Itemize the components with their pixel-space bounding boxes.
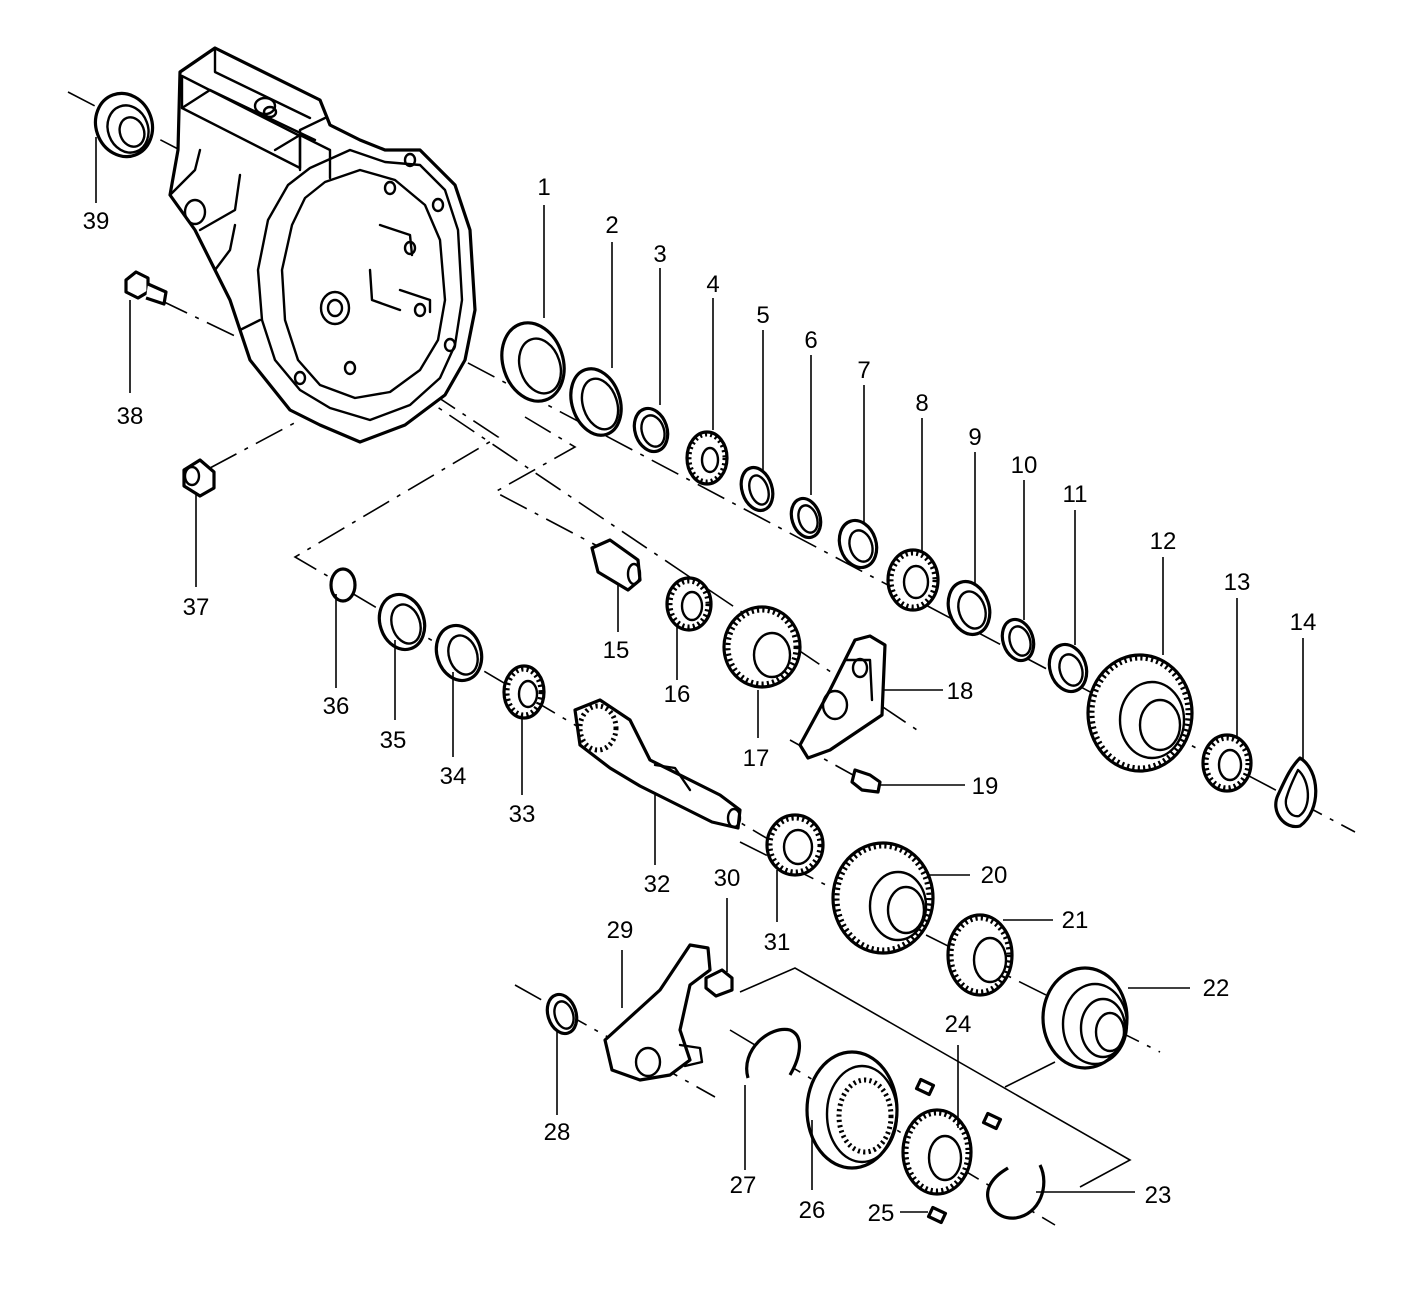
label-13: 13 [1224, 569, 1251, 596]
label-25: 25 [868, 1200, 895, 1227]
part-04-gear [685, 430, 729, 486]
label-37: 37 [183, 594, 210, 621]
label-33: 33 [509, 801, 536, 828]
label-38: 38 [117, 403, 144, 430]
part-15-pin [590, 538, 642, 592]
label-31: 31 [764, 929, 791, 956]
part-24-synchro-ring [901, 1108, 973, 1196]
part-23-spring [986, 1164, 1046, 1220]
part-12-gear [1086, 653, 1194, 773]
label-5: 5 [756, 302, 769, 329]
part-18-bracket [798, 634, 887, 760]
label-12: 12 [1150, 528, 1177, 555]
label-39: 39 [83, 208, 110, 235]
part-34-race [434, 623, 484, 683]
label-16: 16 [664, 681, 691, 708]
part-20-gear [831, 841, 935, 955]
part-25-keys [914, 1077, 1003, 1225]
part-28-snap-ring [545, 992, 579, 1036]
part-02-shim [569, 367, 623, 437]
part-39-oil-seal [93, 91, 155, 159]
label-18: 18 [947, 678, 974, 705]
label-7: 7 [857, 357, 870, 384]
transmission-housing [168, 46, 477, 444]
part-21-synchro-ring [946, 913, 1014, 997]
label-28: 28 [544, 1119, 571, 1146]
label-19: 19 [972, 773, 999, 800]
label-36: 36 [323, 693, 350, 720]
part-09-washer [946, 579, 992, 637]
label-2: 2 [605, 212, 618, 239]
part-13-bearing [1201, 733, 1253, 793]
label-15: 15 [603, 637, 630, 664]
part-27-spring [745, 1027, 801, 1079]
label-8: 8 [915, 390, 928, 417]
label-34: 34 [440, 763, 467, 790]
part-10-snap-ring [1000, 617, 1036, 663]
label-23: 23 [1145, 1182, 1172, 1209]
label-17: 17 [743, 745, 770, 772]
label-14: 14 [1290, 609, 1317, 636]
part-14-snap-ring [1274, 756, 1318, 829]
label-6: 6 [804, 327, 817, 354]
part-08-bearing [886, 548, 940, 612]
part-07-washer [837, 518, 879, 570]
part-19-screw [850, 768, 882, 794]
part-17-gear [722, 605, 802, 689]
label-26: 26 [799, 1197, 826, 1224]
part-11-washer [1047, 642, 1089, 694]
group-brackets [739, 967, 1132, 1188]
label-21: 21 [1062, 907, 1089, 934]
label-10: 10 [1011, 452, 1038, 479]
part-05-snap-ring [739, 465, 775, 513]
part-38-bolt [124, 270, 168, 306]
part-37-plug [182, 458, 216, 498]
label-35: 35 [380, 727, 407, 754]
label-27: 27 [730, 1172, 757, 1199]
part-03-snap-ring [632, 406, 670, 454]
label-24: 24 [945, 1011, 972, 1038]
part-16-needle-bearing [665, 576, 713, 632]
part-33-bearing [502, 664, 546, 720]
label-22: 22 [1203, 975, 1230, 1002]
label-29: 29 [607, 917, 634, 944]
label-11: 11 [1063, 481, 1088, 508]
part-26-sleeve [805, 1050, 899, 1170]
leader-lines [95, 137, 1304, 1213]
part-labels: 1 2 3 4 5 6 7 8 9 10 11 12 13 14 15 16 1… [83, 174, 1317, 1227]
part-35-washer [377, 592, 427, 652]
part-22-hub [1041, 966, 1129, 1070]
label-20: 20 [981, 862, 1008, 889]
part-31-needle-bearing [765, 813, 825, 877]
part-32-shaft [573, 698, 742, 830]
part-36-ball [329, 567, 357, 603]
label-32: 32 [644, 871, 671, 898]
part-01-race [500, 321, 566, 403]
label-4: 4 [706, 271, 719, 298]
label-9: 9 [968, 424, 981, 451]
part-29-shift-fork [603, 943, 712, 1082]
label-30: 30 [714, 865, 741, 892]
label-3: 3 [653, 241, 666, 268]
part-06-snap-ring [789, 496, 823, 540]
label-1: 1 [537, 174, 550, 201]
part-30-shoe [704, 968, 734, 998]
